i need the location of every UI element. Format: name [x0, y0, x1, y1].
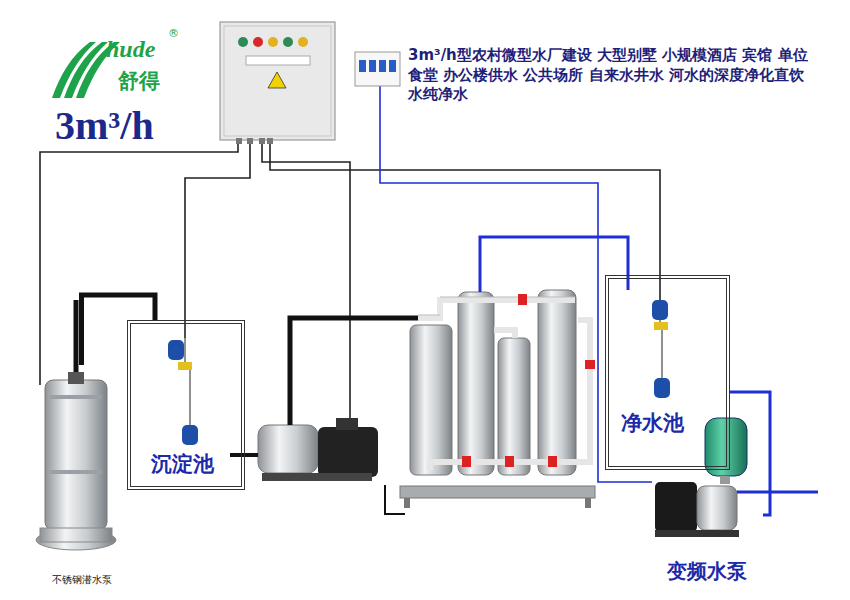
supply-pipe: [737, 491, 818, 494]
description: 3m³/h型农村微型水厂建设 大型别墅 小规模酒店 宾馆 单位食堂 办公楼供水 …: [408, 46, 808, 105]
filter-unit: [400, 290, 595, 508]
node-label: 变频水泵: [650, 560, 763, 583]
registered-mark: ®: [168, 28, 179, 40]
variable-pump: [655, 482, 739, 537]
float-switch: [168, 338, 198, 445]
float-switch: [652, 300, 670, 398]
pump-box: 变频水泵: [650, 475, 763, 587]
centrifugal-pump: [258, 418, 378, 481]
drain-pipe: [385, 485, 405, 514]
outlet-pipe: [74, 300, 79, 372]
submersible-pump: [36, 372, 116, 550]
control-box: [220, 22, 335, 144]
tank-box: 净水池: [605, 275, 730, 470]
circuit-breaker: [355, 52, 400, 86]
capacity: 3m³/h: [55, 104, 154, 148]
brand-name: 舒得: [118, 70, 160, 93]
node-label: 沉淀池: [151, 452, 214, 476]
pressure-tank: [705, 418, 747, 484]
node-label: 不锈钢潜水泵: [30, 574, 133, 586]
node-label: 净水池: [621, 411, 684, 435]
feed-pipe: [290, 318, 418, 425]
tank-box: 沉淀池: [127, 320, 245, 490]
logo-text: hude: [106, 36, 155, 62]
pump-box: 不锈钢潜水泵: [30, 365, 133, 587]
pipe-connector: [82, 295, 156, 365]
pipe-connector: [730, 392, 770, 515]
signal-wire: [380, 86, 652, 482]
